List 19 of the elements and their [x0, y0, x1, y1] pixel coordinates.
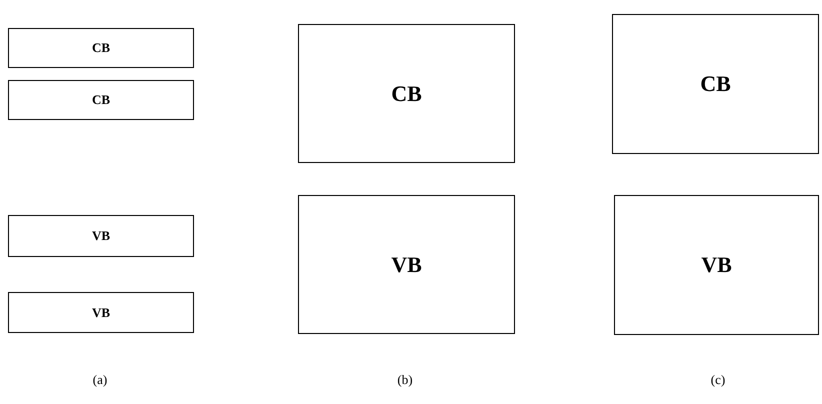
box [8, 28, 194, 68]
panel-label: (c) [710, 372, 726, 388]
box [8, 292, 194, 333]
panel-label: (a) [92, 372, 108, 388]
box [298, 24, 515, 163]
box-label: VB [701, 252, 732, 278]
panel-label: (b) [397, 372, 413, 388]
box [8, 215, 194, 257]
box-label: CB [92, 92, 110, 108]
box-label: CB [92, 40, 110, 56]
box-label: VB [92, 228, 110, 244]
box-label: CB [391, 80, 422, 106]
box [8, 80, 194, 120]
box [612, 14, 819, 154]
box [298, 195, 515, 334]
box [614, 195, 819, 335]
box-label: VB [92, 304, 110, 320]
box-label: VB [391, 252, 422, 278]
box-label: CB [700, 71, 731, 97]
